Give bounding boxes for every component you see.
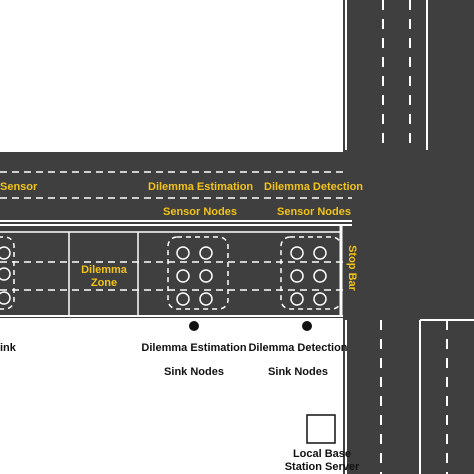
sensor-node <box>176 246 190 260</box>
sensor-node <box>0 291 11 305</box>
vertical-road-bottom <box>343 318 474 474</box>
sensor-node <box>176 292 190 306</box>
sensor-node <box>199 246 213 260</box>
local-base-station-server <box>306 414 336 444</box>
server-label: Local Base Station Server <box>272 448 372 474</box>
sensor-node <box>290 246 304 260</box>
sensor-node <box>176 269 190 283</box>
sensor-node <box>0 246 11 260</box>
sink-nodes-label-detection: Sink Nodes <box>268 366 328 378</box>
dilemma-estimation-sink-label: Dilemma Estimation <box>141 342 247 354</box>
stop-bar-label: Stop Bar <box>346 245 358 291</box>
sensor-node <box>313 292 327 306</box>
sink-nodes-label-estimation: Sink Nodes <box>164 366 224 378</box>
dilemma-zone-line-2: Zone <box>90 277 118 289</box>
server-label-line-2: Station Server <box>284 461 360 473</box>
server-label-line-1: Local Base <box>292 448 352 460</box>
sensor-nodes-label-detection: Sensor Nodes <box>277 206 351 218</box>
sensor-node <box>313 269 327 283</box>
sink-node-detection <box>302 321 312 331</box>
sensor-node <box>199 292 213 306</box>
sensor-group-detection <box>280 236 342 310</box>
sink-node-estimation <box>189 321 199 331</box>
dilemma-zone-label: Dilemma Zone <box>78 264 130 290</box>
dilemma-estimation-label: Dilemma Estimation <box>148 181 254 193</box>
sensor-group-left <box>0 236 15 310</box>
sensor-node <box>199 269 213 283</box>
sensor-nodes-label-estimation: Sensor Nodes <box>163 206 237 218</box>
sensor-node <box>313 246 327 260</box>
dilemma-detection-sink-label: Dilemma Detection <box>248 342 348 354</box>
sensor-group-estimation <box>167 236 229 310</box>
dilemma-detection-label: Dilemma Detection <box>264 181 364 193</box>
dilemma-zone-line-1: Dilemma <box>81 264 127 276</box>
sink-label-cut: ink <box>0 342 16 354</box>
sensor-node <box>290 292 304 306</box>
vertical-road-top <box>343 0 474 152</box>
horizontal-road <box>0 152 474 318</box>
sensor-node <box>290 269 304 283</box>
sensor-label-cut: Sensor <box>0 181 38 193</box>
sensor-node <box>0 267 11 281</box>
